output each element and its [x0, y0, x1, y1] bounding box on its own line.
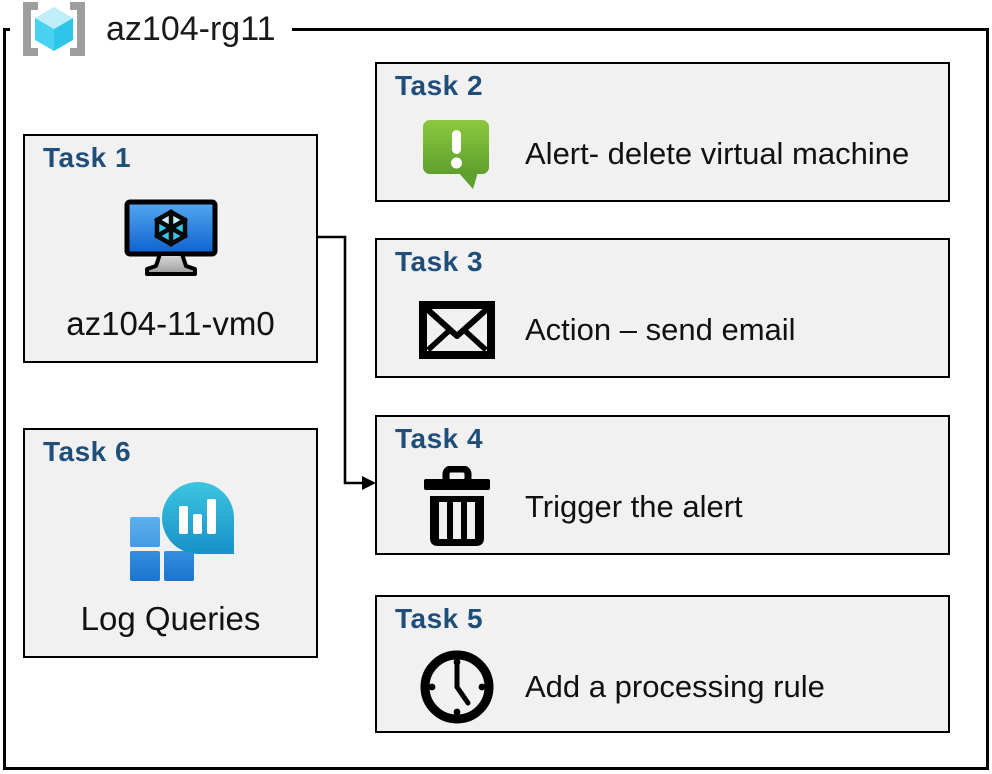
task-5-box: Task 5 Add a processing rule	[375, 595, 950, 733]
alert-message-icon	[413, 116, 501, 192]
task-6-title: Task 6	[43, 436, 132, 467]
task-2-title: Task 2	[395, 70, 484, 101]
task-5-title: Task 5	[395, 603, 484, 634]
task-6-label: Log Queries	[80, 600, 261, 637]
task-5-label: Add a processing rule	[525, 669, 825, 704]
resource-group-icon	[16, 1, 92, 57]
task-2-label: Alert- delete virtual machine	[525, 136, 910, 171]
task-4-box: Task 4 Trigger the alert	[375, 415, 950, 555]
task-1-label: az104-11-vm0	[66, 305, 275, 342]
task-4-title: Task 4	[395, 423, 484, 454]
task-6-box: Task 6	[23, 428, 318, 658]
resource-group-label: az104-rg11	[106, 9, 276, 48]
virtual-machine-icon	[124, 199, 218, 282]
task-1-title: Task 1	[43, 142, 132, 173]
clock-icon	[413, 647, 501, 727]
log-queries-icon	[128, 480, 240, 591]
resource-group-legend: az104-rg11	[10, 0, 292, 58]
task-3-title: Task 3	[395, 246, 484, 277]
task-1-box: Task 1	[23, 134, 318, 363]
task-4-label: Trigger the alert	[525, 489, 743, 524]
task-2-box: Task 2 Alert- delete virtual machine	[375, 62, 950, 202]
email-icon	[413, 301, 501, 359]
task-3-label: Action – send email	[525, 312, 796, 347]
task-3-box: Task 3 Action – send email	[375, 238, 950, 378]
trash-icon	[413, 466, 501, 548]
